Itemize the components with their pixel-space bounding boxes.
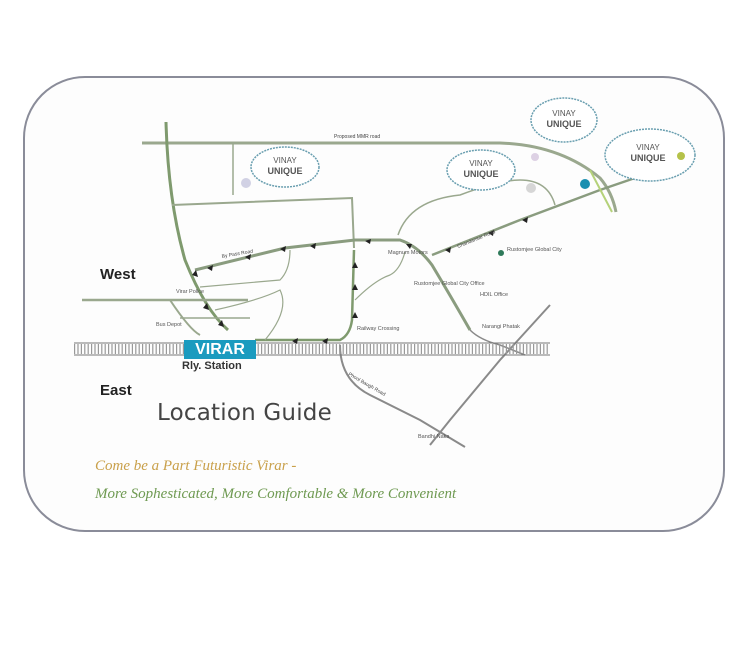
west-label: West — [100, 266, 136, 283]
landmark-label: Rustomjee Global City — [507, 247, 562, 253]
page-title: Location Guide — [157, 400, 332, 426]
project-logo[interactable]: VINAY UNIQUE — [250, 146, 320, 188]
svg-text:VINAY: VINAY — [273, 156, 297, 165]
east-label: East — [100, 382, 132, 399]
project-logo[interactable]: VINAY UNIQUE — [446, 149, 516, 191]
svg-text:VINAY: VINAY — [636, 143, 660, 152]
tagline-line-1: Come be a Part Futuristic Virar - — [95, 458, 297, 474]
proposed-road — [142, 141, 618, 213]
station-subtitle: Rly. Station — [182, 360, 242, 372]
tagline-line-2: More Sophesticated, More Comfortable & M… — [95, 486, 457, 502]
landmark-label: Magnum Motors — [388, 250, 428, 256]
landmark-label: Railway Crossing — [357, 326, 400, 332]
western-road — [164, 121, 229, 332]
leaf-icon — [677, 152, 685, 160]
project-marker-icon — [580, 179, 590, 189]
svg-text:VINAY: VINAY — [552, 109, 576, 118]
svg-text:VINAY: VINAY — [469, 159, 493, 168]
landmark-label: Virar Police — [176, 289, 204, 295]
railway-track — [74, 342, 550, 356]
svg-text:UNIQUE: UNIQUE — [463, 169, 498, 179]
svg-text:UNIQUE: UNIQUE — [546, 119, 581, 129]
project-logo[interactable]: VINAY UNIQUE — [530, 97, 598, 143]
global-city-marker-icon — [498, 250, 504, 256]
chandansar-road-label: Chandansar Road — [457, 229, 497, 250]
landmark-label: Narangi Phatak — [482, 324, 520, 330]
landmark-label: Rustomjee Global City Office — [414, 281, 485, 287]
chandansar-road — [431, 176, 636, 257]
proposed-road-label: Proposed MMR road — [334, 134, 380, 140]
landmark-label: Bandhi Naka — [418, 434, 450, 440]
virar-station-marker[interactable]: VIRAR — [184, 340, 256, 359]
landmark-label: Bus Depot — [156, 322, 182, 328]
bypass-road-label: By Pass Road — [221, 249, 253, 260]
bypass-road — [194, 238, 472, 331]
landmark-label: HDIL Office — [480, 292, 508, 298]
project-logo[interactable]: VINAY UNIQUE — [604, 128, 696, 182]
svg-text:UNIQUE: UNIQUE — [630, 153, 665, 163]
svg-text:UNIQUE: UNIQUE — [267, 166, 302, 176]
direction-arrows — [192, 217, 528, 344]
